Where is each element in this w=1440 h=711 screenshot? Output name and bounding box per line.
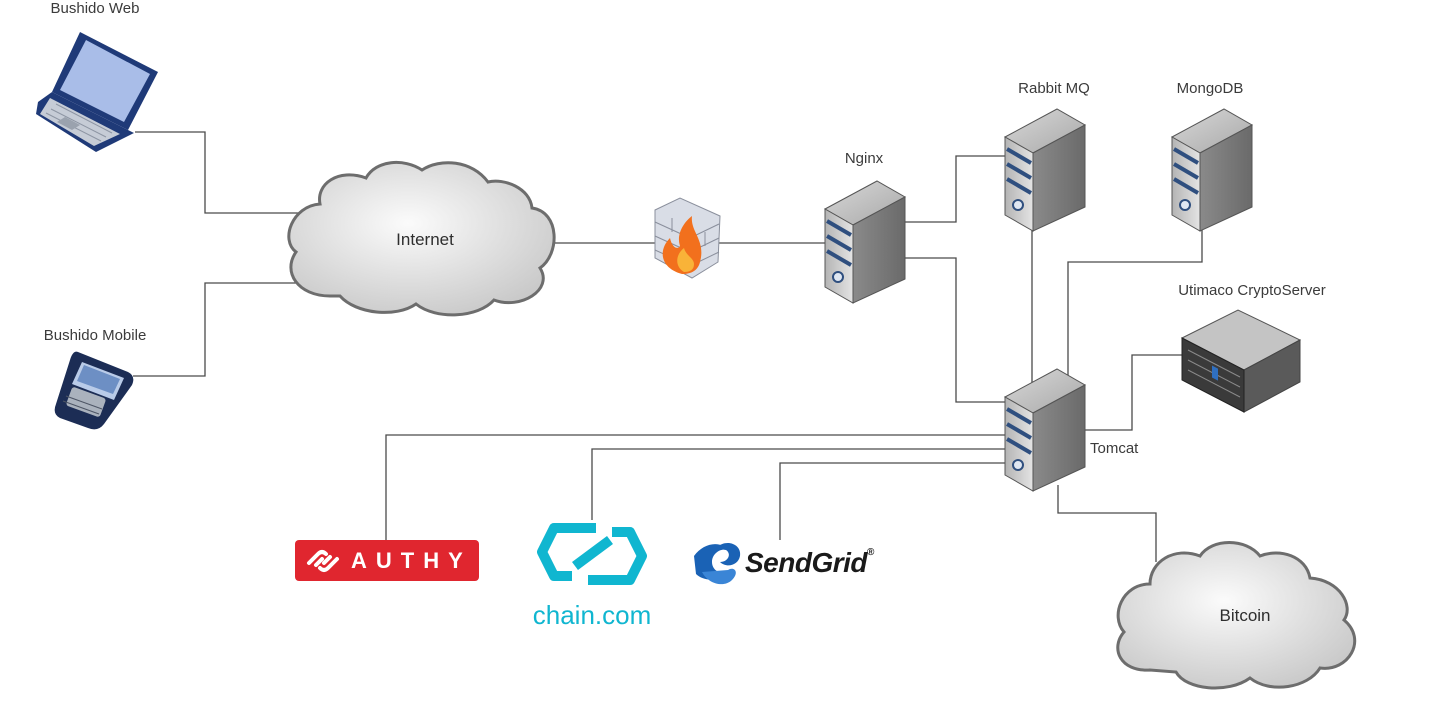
link-web-internet [135,131,300,214]
phone-icon [54,351,134,430]
tomcat-label: Tomcat [1090,440,1139,457]
sendgrid-wordmark: SendGrid® [745,547,874,579]
link-tomcat-utimaco [1082,354,1182,431]
rabbitmq-label: Rabbit MQ [1018,80,1090,97]
link-nginx-tomcat [903,257,1006,403]
link-tomcat-authy [385,434,1006,540]
sendgrid-registered-mark: ® [867,547,874,558]
sendgrid-name: SendGrid [745,547,868,578]
link-mongodb-tomcat [1067,230,1203,383]
internet-label: Internet [396,230,454,249]
link-tomcat-sendgrid [779,462,1006,540]
utimaco-label: Utimaco CryptoServer [1178,282,1326,299]
link-tomcat-bitcoin [1057,485,1157,562]
rabbitmq-server-icon [1003,107,1087,233]
link-nginx-rabbitmq [903,155,1006,223]
connectors [133,131,1203,562]
link-mobile-internet [133,282,328,377]
authy-wordmark: AUTHY [351,547,472,573]
nginx-server-icon [823,179,907,305]
authy-mark-icon [307,549,339,572]
authy-logo: AUTHY [295,540,479,581]
tomcat-server-icon [1003,367,1087,493]
chain-logo-icon [537,523,647,585]
sendgrid-logo-icon [694,542,741,585]
laptop-icon [36,32,158,152]
bushido-mobile-label: Bushido Mobile [43,327,147,344]
bushido-web-label: Bushido Web [50,0,140,17]
bitcoin-cloud-icon [1116,541,1357,690]
firewall-icon [654,197,721,279]
chain-wordmark: chain.com [532,600,652,630]
rack-server-icon [1180,309,1302,413]
mongodb-label: MongoDB [1176,80,1244,97]
nginx-label: Nginx [844,150,884,167]
internet-cloud-icon [287,160,556,317]
bitcoin-label: Bitcoin [1219,606,1271,625]
mongodb-server-icon [1170,107,1254,233]
link-tomcat-chain [591,448,1006,520]
